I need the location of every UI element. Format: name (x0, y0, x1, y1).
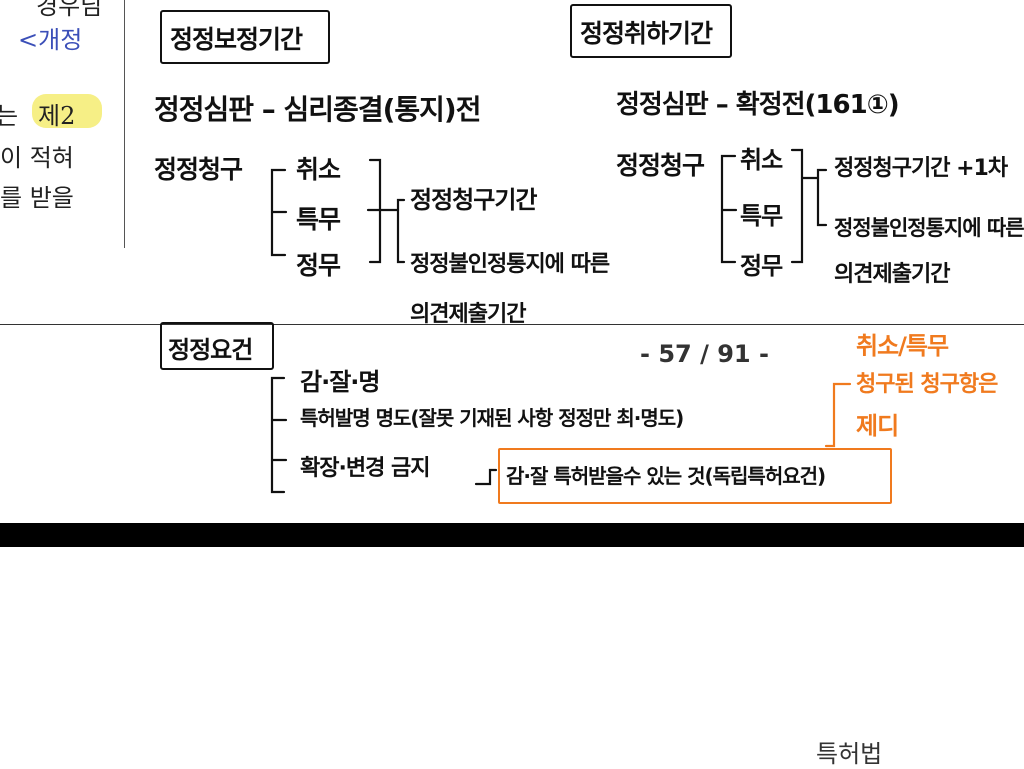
book-line-3: 를 받을 (0, 184, 74, 212)
req-independent: 감·잘 특허받을수 있는 것(독립특허요건) (506, 464, 826, 488)
left-period-2: 정정불인정통지에 따른 (410, 252, 610, 277)
right-title-box (570, 4, 732, 58)
bracket-lines (270, 148, 852, 494)
left-item-1: 취소 (296, 155, 341, 184)
independent-req-box (498, 448, 892, 504)
orange-note-3: 제디 (856, 412, 899, 440)
right-claim-label: 정정청구 (616, 151, 705, 180)
right-item-3: 정무 (740, 252, 783, 280)
right-period-2: 정정불인정통지에 따른 (834, 216, 1024, 240)
page-separator-band (0, 523, 1024, 547)
right-item-2: 특무 (740, 202, 783, 230)
left-period-3: 의견제출기간 (410, 302, 526, 327)
left-title: 정정보정기간 (170, 25, 303, 54)
right-item-1: 취소 (740, 146, 783, 174)
book-line-1a: 는 (0, 96, 18, 131)
page-divider (0, 324, 1024, 325)
right-heading: 정정심판 – 확정전(161①) (616, 90, 900, 120)
book-text-top: 경우님 (36, 0, 103, 20)
orange-note-1: 취소/특무 (856, 332, 949, 360)
left-period-1: 정정청구기간 (410, 186, 537, 214)
left-item-2: 특무 (296, 205, 341, 234)
req-title: 정정요건 (168, 336, 253, 364)
left-item-3: 정무 (296, 251, 341, 280)
right-title: 정정취하기간 (580, 19, 713, 48)
req-title-box (160, 322, 274, 370)
book-line-1b: 제2 (38, 102, 76, 130)
text-highlight (32, 94, 102, 128)
page-footer-title: 특허법 (816, 740, 883, 768)
left-title-box (160, 10, 330, 64)
book-line-2: 이 적혀 (0, 144, 74, 172)
req-item-1: 감·잘·명 (300, 368, 380, 396)
req-item-3: 확장·변경 금지 (300, 456, 430, 481)
orange-note-2: 청구된 청구항은 (856, 372, 998, 397)
amend-link[interactable]: <개정 (18, 26, 83, 54)
right-period-3: 의견제출기간 (834, 262, 950, 287)
req-item-2: 특허발명 명도(잘못 기재된 사항 정정만 최·명도) (300, 406, 684, 430)
book-text-column: 경우님 <개정 는 제2 이 적혀 를 받을 (0, 0, 125, 248)
right-period-1: 정정청구기간 +1차 (834, 156, 1008, 181)
page-number: - 57 / 91 - (640, 340, 769, 368)
left-heading: 정정심판 – 심리종결(통지)전 (154, 93, 481, 126)
left-claim-label: 정정청구 (154, 155, 243, 184)
